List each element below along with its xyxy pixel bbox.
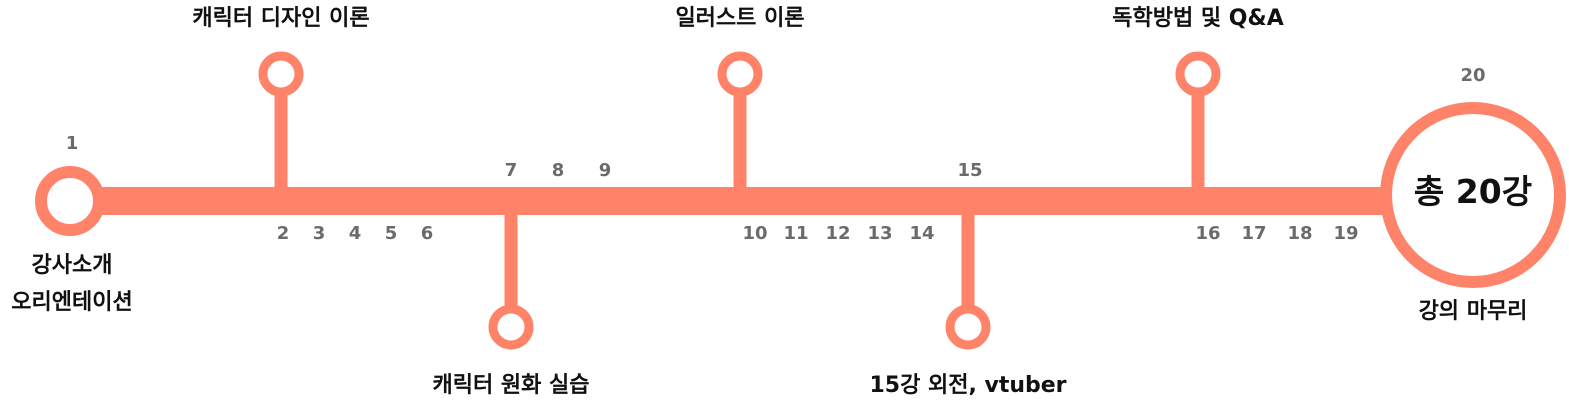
lesson-number-1: 1	[65, 133, 79, 154]
start-label-line1: 강사소개	[31, 253, 113, 278]
lesson-number-15: 15	[957, 160, 983, 181]
lesson-number-3: 3	[312, 223, 326, 244]
branch-label-character-theory: 캐릭터 디자인 이론	[192, 6, 370, 31]
end-node	[1380, 102, 1566, 288]
branch-node-character-theory	[258, 51, 304, 97]
lesson-number-6: 6	[420, 223, 434, 244]
start-label-line2: 오리엔테이션	[11, 290, 133, 315]
branch-label-character-practice: 캐릭터 원화 실습	[432, 373, 590, 398]
lesson-number-20: 20	[1460, 65, 1486, 86]
lesson-number-4: 4	[348, 223, 362, 244]
total-lectures-label: 총 20강	[1413, 172, 1533, 211]
branch-node-character-practice	[488, 304, 534, 350]
lesson-number-11: 11	[783, 223, 809, 244]
lesson-number-9: 9	[598, 160, 612, 181]
lesson-number-12: 12	[825, 223, 851, 244]
branch-node-vtuber	[945, 304, 991, 350]
lesson-number-17: 17	[1241, 223, 1267, 244]
lesson-number-5: 5	[384, 223, 398, 244]
lesson-number-16: 16	[1195, 223, 1221, 244]
lesson-number-8: 8	[551, 160, 565, 181]
branch-label-vtuber: 15강 외전, vtuber	[869, 373, 1067, 398]
end-label: 강의 마무리	[1418, 299, 1528, 324]
lesson-number-14: 14	[909, 223, 935, 244]
lesson-number-7: 7	[504, 160, 518, 181]
branch-label-illust-theory: 일러스트 이론	[675, 6, 805, 31]
branch-node-illust-theory	[717, 51, 763, 97]
lesson-number-13: 13	[867, 223, 893, 244]
lesson-number-18: 18	[1287, 223, 1313, 244]
branch-label-self-study: 독학방법 및 Q&A	[1112, 6, 1284, 31]
lesson-number-19: 19	[1333, 223, 1359, 244]
lesson-number-10: 10	[742, 223, 768, 244]
lesson-number-2: 2	[276, 223, 290, 244]
branch-node-self-study	[1175, 51, 1221, 97]
start-node	[35, 166, 105, 236]
